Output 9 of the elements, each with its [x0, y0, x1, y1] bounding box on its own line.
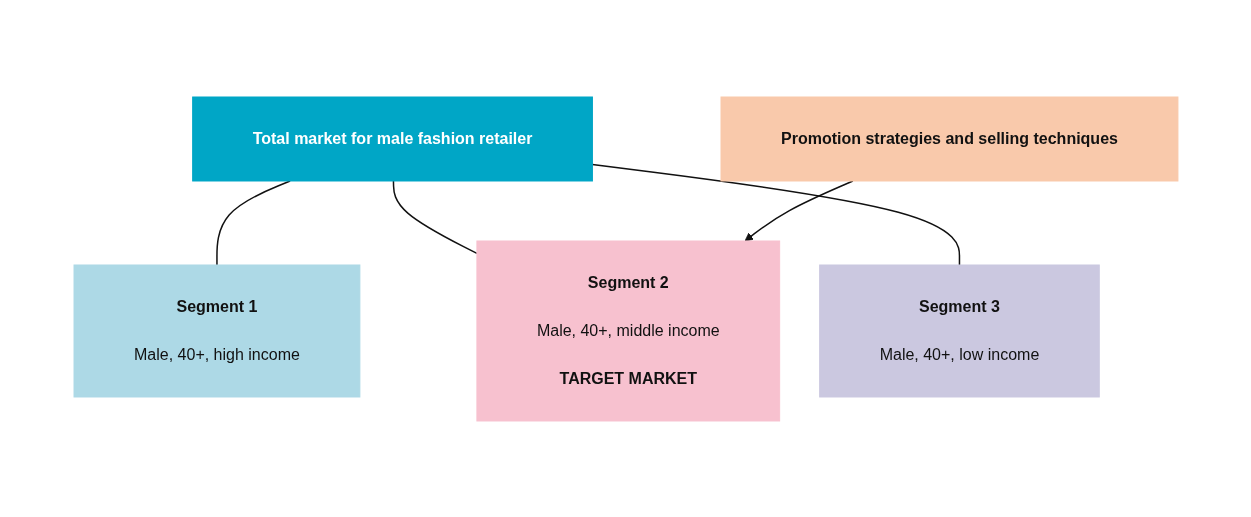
- arrow: [744, 179, 854, 241]
- connector: [591, 163, 960, 266]
- connector: [392, 179, 478, 254]
- node-box: Segment 3 Male, 40+, low income: [818, 264, 1100, 397]
- connector: [215, 179, 291, 266]
- node-box: Segment 1 Male, 40+, high income: [73, 264, 360, 397]
- node-box: Total market for male fashion retailer: [191, 96, 593, 181]
- node-box: Segment 2 Male, 40+, middle income TARGET MARKET: [475, 240, 780, 421]
- node-box: Promotion strategies and selling techniques: [720, 96, 1178, 181]
